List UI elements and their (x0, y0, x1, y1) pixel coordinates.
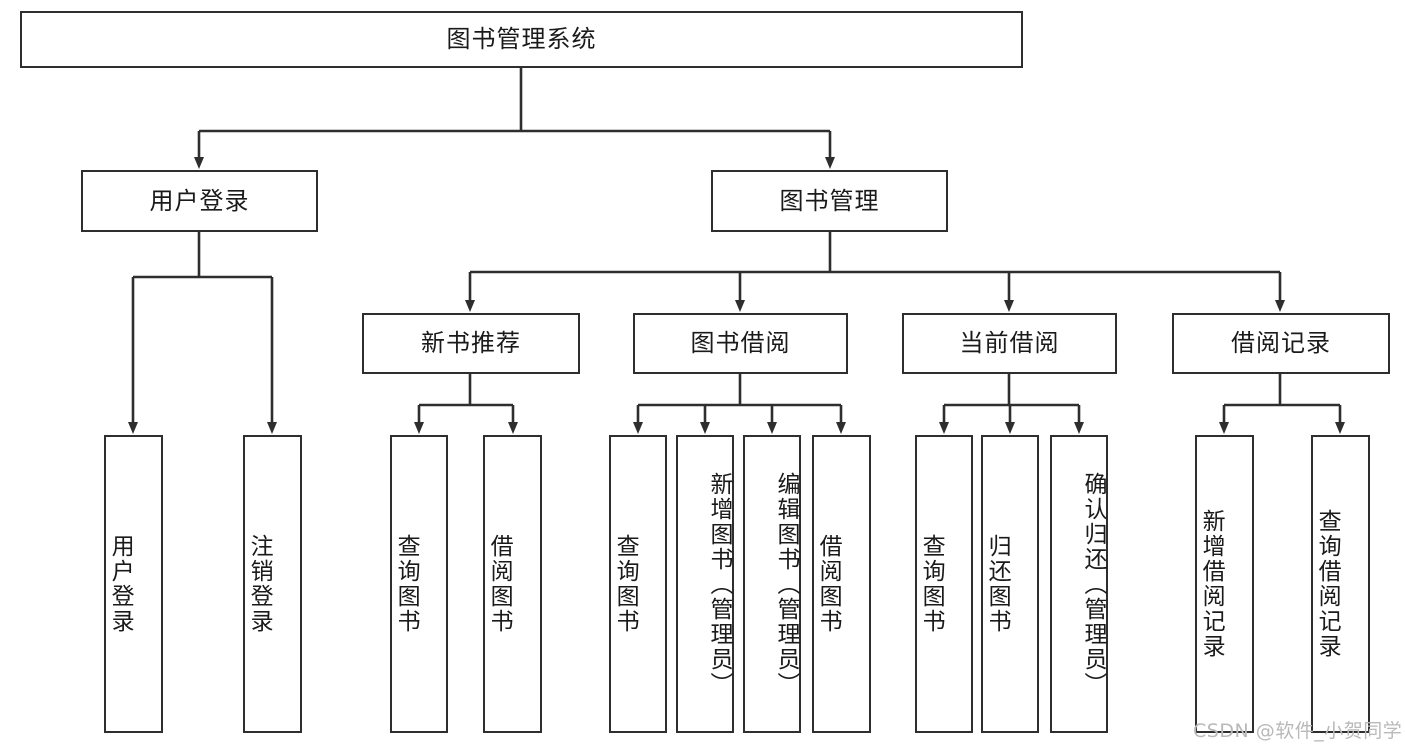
node-level2-1[interactable]: 图书管理 (711, 170, 948, 232)
node-label: 图书借阅 (690, 329, 791, 358)
node-level3-1[interactable]: 图书借阅 (633, 313, 848, 374)
node-leaf-0[interactable]: 用户登录 (104, 435, 163, 733)
node-leaf-3[interactable]: 借阅图书 (483, 435, 542, 733)
node-label: 新书推荐 (421, 329, 521, 358)
node-label: 注销登录 (246, 534, 273, 634)
node-label: 查询借阅记录 (1314, 509, 1341, 659)
node-label: 查询图书 (612, 534, 639, 634)
node-label: 归还图书 (984, 534, 1011, 634)
node-leaf-9[interactable]: 归还图书 (981, 435, 1039, 733)
node-label: 图书管理系统 (446, 25, 597, 54)
node-leaf-4[interactable]: 查询图书 (609, 435, 667, 733)
node-leaf-11[interactable]: 新增借阅记录 (1195, 435, 1254, 733)
node-label: 编辑图书（管理员） (773, 471, 799, 697)
node-label: 新增图书（管理员） (706, 471, 732, 697)
node-level3-3[interactable]: 借阅记录 (1172, 313, 1390, 374)
node-label: 用户登录 (149, 186, 250, 215)
node-root[interactable]: 图书管理系统 (20, 11, 1023, 68)
node-label: 查询图书 (393, 534, 420, 634)
node-leaf-7[interactable]: 借阅图书 (812, 435, 871, 733)
node-leaf-1[interactable]: 注销登录 (243, 435, 302, 733)
node-leaf-8[interactable]: 查询图书 (915, 435, 973, 733)
node-leaf-5[interactable]: 新增图书（管理员） (676, 435, 734, 733)
node-label: 确认归还（管理员） (1080, 471, 1106, 697)
node-leaf-12[interactable]: 查询借阅记录 (1311, 435, 1370, 733)
node-level3-2[interactable]: 当前借阅 (902, 313, 1117, 374)
node-label: 借阅图书 (486, 534, 513, 634)
node-leaf-10[interactable]: 确认归还（管理员） (1050, 435, 1108, 733)
node-leaf-6[interactable]: 编辑图书（管理员） (743, 435, 801, 733)
node-level2-0[interactable]: 用户登录 (81, 170, 318, 232)
node-label: 借阅记录 (1231, 329, 1331, 358)
node-level3-0[interactable]: 新书推荐 (362, 313, 580, 374)
node-label: 借阅图书 (815, 534, 842, 634)
node-label: 查询图书 (918, 534, 945, 634)
node-label: 用户登录 (107, 534, 134, 634)
node-leaf-2[interactable]: 查询图书 (390, 435, 448, 733)
node-label: 新增借阅记录 (1198, 509, 1225, 659)
csdn-watermark: CSDN @软件_小贺同学 (1193, 720, 1403, 742)
node-label: 当前借阅 (959, 329, 1060, 358)
node-label: 图书管理 (779, 186, 880, 215)
